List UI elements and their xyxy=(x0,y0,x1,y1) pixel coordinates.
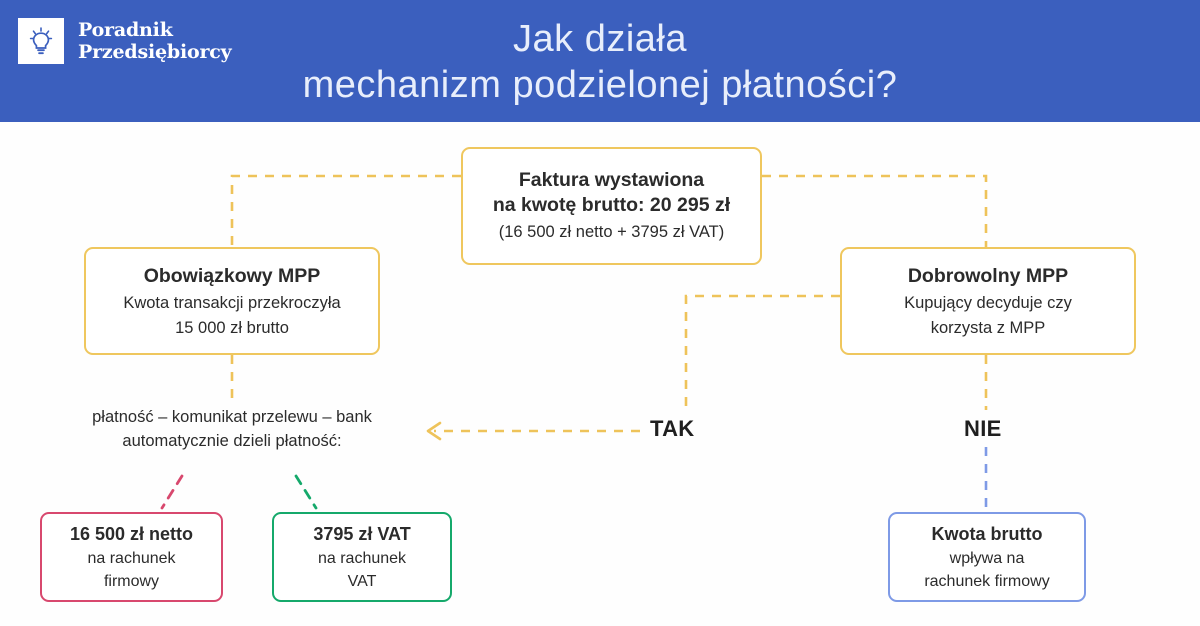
node-obligatory-mpp: Obowiązkowy MPP Kwota transakcji przekro… xyxy=(84,247,380,355)
node-brutto-line2: rachunek firmowy xyxy=(924,573,1050,590)
node-voluntary-mpp: Dobrowolny MPP Kupujący decyduje czy kor… xyxy=(840,247,1136,355)
node-brutto-account: Kwota brutto wpływa na rachunek firmowy xyxy=(888,512,1086,602)
node-voluntary-line2: korzysta z MPP xyxy=(930,319,1046,337)
brand-name-line1: Poradnik xyxy=(78,19,173,41)
connector-voluntary-to-yes xyxy=(684,294,840,412)
page-title-line2: mechanizm podzielonej płatności? xyxy=(302,64,898,106)
brand-name-line2: Przedsiębiorcy xyxy=(78,41,232,63)
node-voluntary-title: Dobrowolny MPP xyxy=(907,265,1069,287)
node-invoice-line2: na kwotę brutto: 20 295 zł xyxy=(492,193,731,216)
node-brutto-title: Kwota brutto xyxy=(931,524,1043,544)
split-payment-note: płatność – komunikat przelewu – bank aut… xyxy=(52,405,412,453)
node-obligatory-line2: 15 000 zł brutto xyxy=(175,319,289,337)
node-invoice-line3: (16 500 zł netto + 3795 zł VAT) xyxy=(498,222,725,241)
node-brutto-line1: wpływa na xyxy=(949,550,1025,567)
node-netto-line2: firmowy xyxy=(103,573,160,590)
node-voluntary-line1: Kupujący decyduje czy xyxy=(904,294,1072,312)
node-netto-title: 16 500 zł netto xyxy=(69,524,194,544)
node-netto-line1: na rachunek xyxy=(87,550,176,567)
node-obligatory-line1: Kwota transakcji przekroczyła xyxy=(123,294,341,312)
node-obligatory-title: Obowiązkowy MPP xyxy=(143,265,321,287)
node-vat-line2: VAT xyxy=(347,573,377,590)
split-payment-note-line2: automatycznie dzieli płatność: xyxy=(122,432,342,450)
split-payment-note-line1: płatność – komunikat przelewu – bank xyxy=(92,408,372,426)
node-invoice: Faktura wystawiona na kwotę brutto: 20 2… xyxy=(461,147,762,265)
brand-name: Poradnik Przedsiębiorcy xyxy=(78,19,232,63)
connector-yes-arrow xyxy=(426,421,640,441)
page-header: Poradnik Przedsiębiorcy Jak działa mecha… xyxy=(0,0,1200,122)
node-invoice-line1: Faktura wystawiona xyxy=(518,168,705,191)
lightbulb-icon xyxy=(18,18,64,64)
node-vat-title: 3795 zł VAT xyxy=(313,524,411,544)
branch-label-yes: TAK xyxy=(650,416,695,441)
node-vat-account: 3795 zł VAT na rachunek VAT xyxy=(272,512,452,602)
branch-label-no: NIE xyxy=(964,416,1002,441)
connector-invoice-to-voluntary xyxy=(762,174,988,247)
page-title-line1: Jak działa xyxy=(513,18,687,60)
node-vat-line1: na rachunek xyxy=(317,550,407,567)
connector-invoice-to-obligatory xyxy=(230,174,461,247)
page-title: Jak działa mechanizm podzielonej płatnoś… xyxy=(0,16,1200,108)
connector-note-to-vat xyxy=(294,474,318,510)
brand-logo: Poradnik Przedsiębiorcy xyxy=(18,18,232,64)
node-netto-account: 16 500 zł netto na rachunek firmowy xyxy=(40,512,223,602)
connector-note-to-netto xyxy=(160,474,184,510)
